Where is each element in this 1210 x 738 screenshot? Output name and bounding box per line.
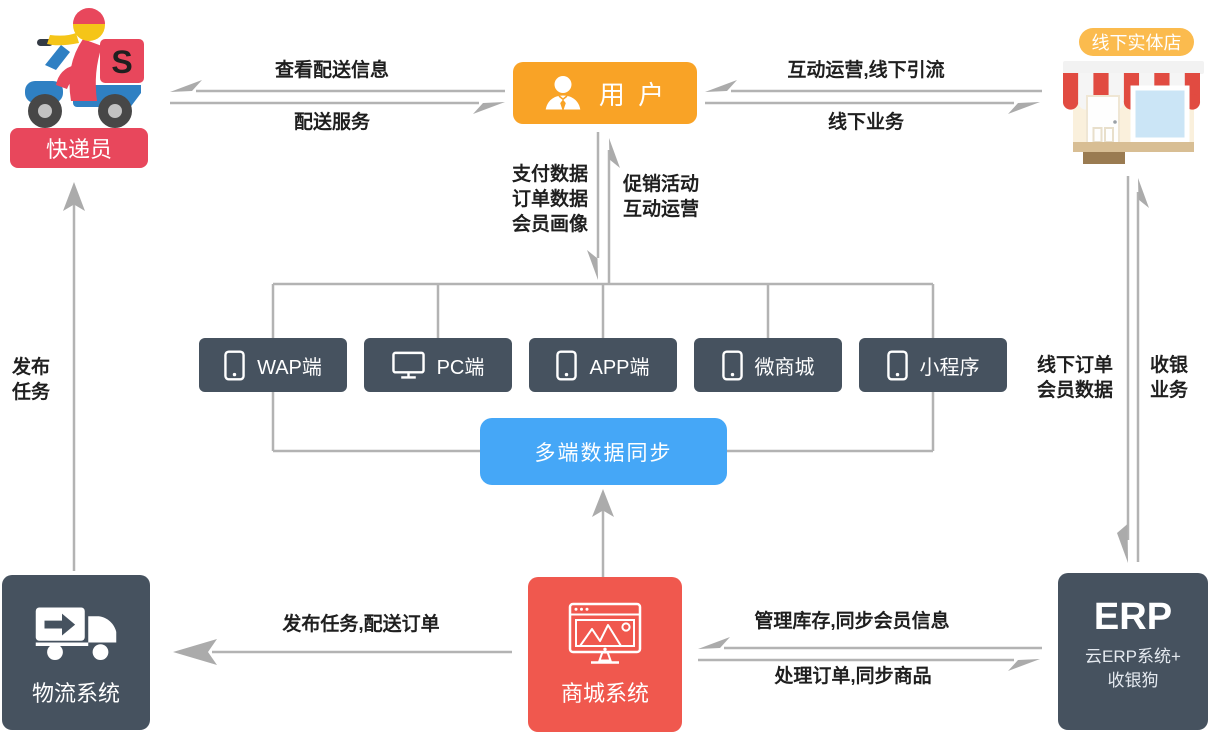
courier-label: 快递员	[45, 137, 112, 162]
user-node: 用 户	[513, 62, 697, 124]
channel-wap-label: WAP端	[257, 356, 322, 379]
arrow-right-icon	[1008, 659, 1040, 671]
shop-monitor-icon	[568, 602, 642, 664]
edge-label-interactive-ops: 互动运营,线下引流	[787, 60, 945, 81]
courier-box-letter: S	[111, 44, 132, 80]
user-label: 用 户	[598, 79, 668, 110]
channel-wap: WAP端	[199, 338, 347, 392]
edge-label-view-delivery-info: 查看配送信息	[274, 60, 389, 81]
monitor-icon	[391, 351, 425, 379]
arrow-up-icon	[592, 489, 614, 517]
arrow-down-icon	[587, 250, 598, 280]
storefront-icon	[1062, 61, 1204, 164]
erp-subtitle-line2: 收银狗	[1107, 671, 1159, 690]
erp-system-node: ERP 云ERP系统+ 收银狗	[1058, 573, 1208, 730]
edge-label-process-orders: 处理订单,同步商品	[774, 666, 932, 687]
multi-terminal-sync-node: 多端数据同步	[480, 418, 727, 485]
arrow-up-icon	[1138, 178, 1149, 208]
courier-node: 快递员	[10, 128, 148, 168]
arrow-up-icon	[609, 138, 620, 168]
offline-store-node: 线下实体店	[1057, 28, 1210, 164]
arrow-left-icon	[705, 80, 737, 92]
delivery-scooter-icon: S	[25, 8, 144, 128]
offline-store-label: 线下实体店	[1091, 33, 1182, 53]
smartphone-icon	[556, 349, 578, 381]
channel-miniprogram: 小程序	[859, 338, 1007, 392]
smartphone-icon	[224, 349, 245, 381]
arrow-up-icon	[63, 182, 85, 211]
arrow-down-icon	[1117, 524, 1128, 563]
person-icon	[545, 76, 581, 112]
smartphone-icon	[721, 349, 743, 381]
edge-label-delivery-service: 配送服务	[293, 112, 370, 133]
edge-label-promo-up: 促销活动 互动运营	[623, 174, 700, 220]
arrow-right-icon	[1008, 102, 1040, 114]
edge-label-cashier-business: 收银 业务	[1150, 355, 1189, 401]
delivery-truck-icon	[35, 607, 117, 660]
edge-label-user-data-down: 支付数据 订单数据 会员画像	[511, 164, 588, 235]
edge-label-dispatch-orders: 发布任务,配送订单	[282, 614, 440, 635]
channel-pc: PC端	[364, 338, 512, 392]
channel-weshop: 微商城	[694, 338, 842, 392]
erp-subtitle-line1: 云ERP系统+	[1085, 647, 1181, 666]
edge-label-offline-business: 线下业务	[827, 112, 904, 133]
channel-pc-label: PC端	[436, 356, 485, 379]
arrow-left-icon	[170, 80, 202, 92]
channel-weshop-label: 微商城	[754, 356, 815, 379]
offline-store-tag: 线下实体店	[1079, 28, 1194, 56]
mall-system-node: 商城系统	[528, 577, 682, 732]
logistics-system-node: 物流系统	[2, 575, 150, 730]
channel-miniprogram-label: 小程序	[919, 356, 980, 379]
arrow-left-icon	[173, 639, 217, 665]
edge-label-offline-order-data: 线下订单 会员数据	[1037, 355, 1114, 401]
channel-app-label: APP端	[589, 356, 650, 379]
arrow-right-icon	[473, 102, 505, 114]
smartphone-icon	[886, 349, 908, 381]
edge-label-publish-task: 发布 任务	[12, 357, 51, 403]
edge-label-manage-inventory: 管理库存,同步会员信息	[754, 611, 950, 632]
mall-label: 商城系统	[560, 681, 649, 706]
sync-label: 多端数据同步	[534, 441, 673, 465]
channel-app: APP端	[529, 338, 677, 392]
logistics-label: 物流系统	[31, 681, 120, 706]
erp-title: ERP	[1093, 596, 1173, 638]
arrow-left-icon	[698, 637, 730, 649]
